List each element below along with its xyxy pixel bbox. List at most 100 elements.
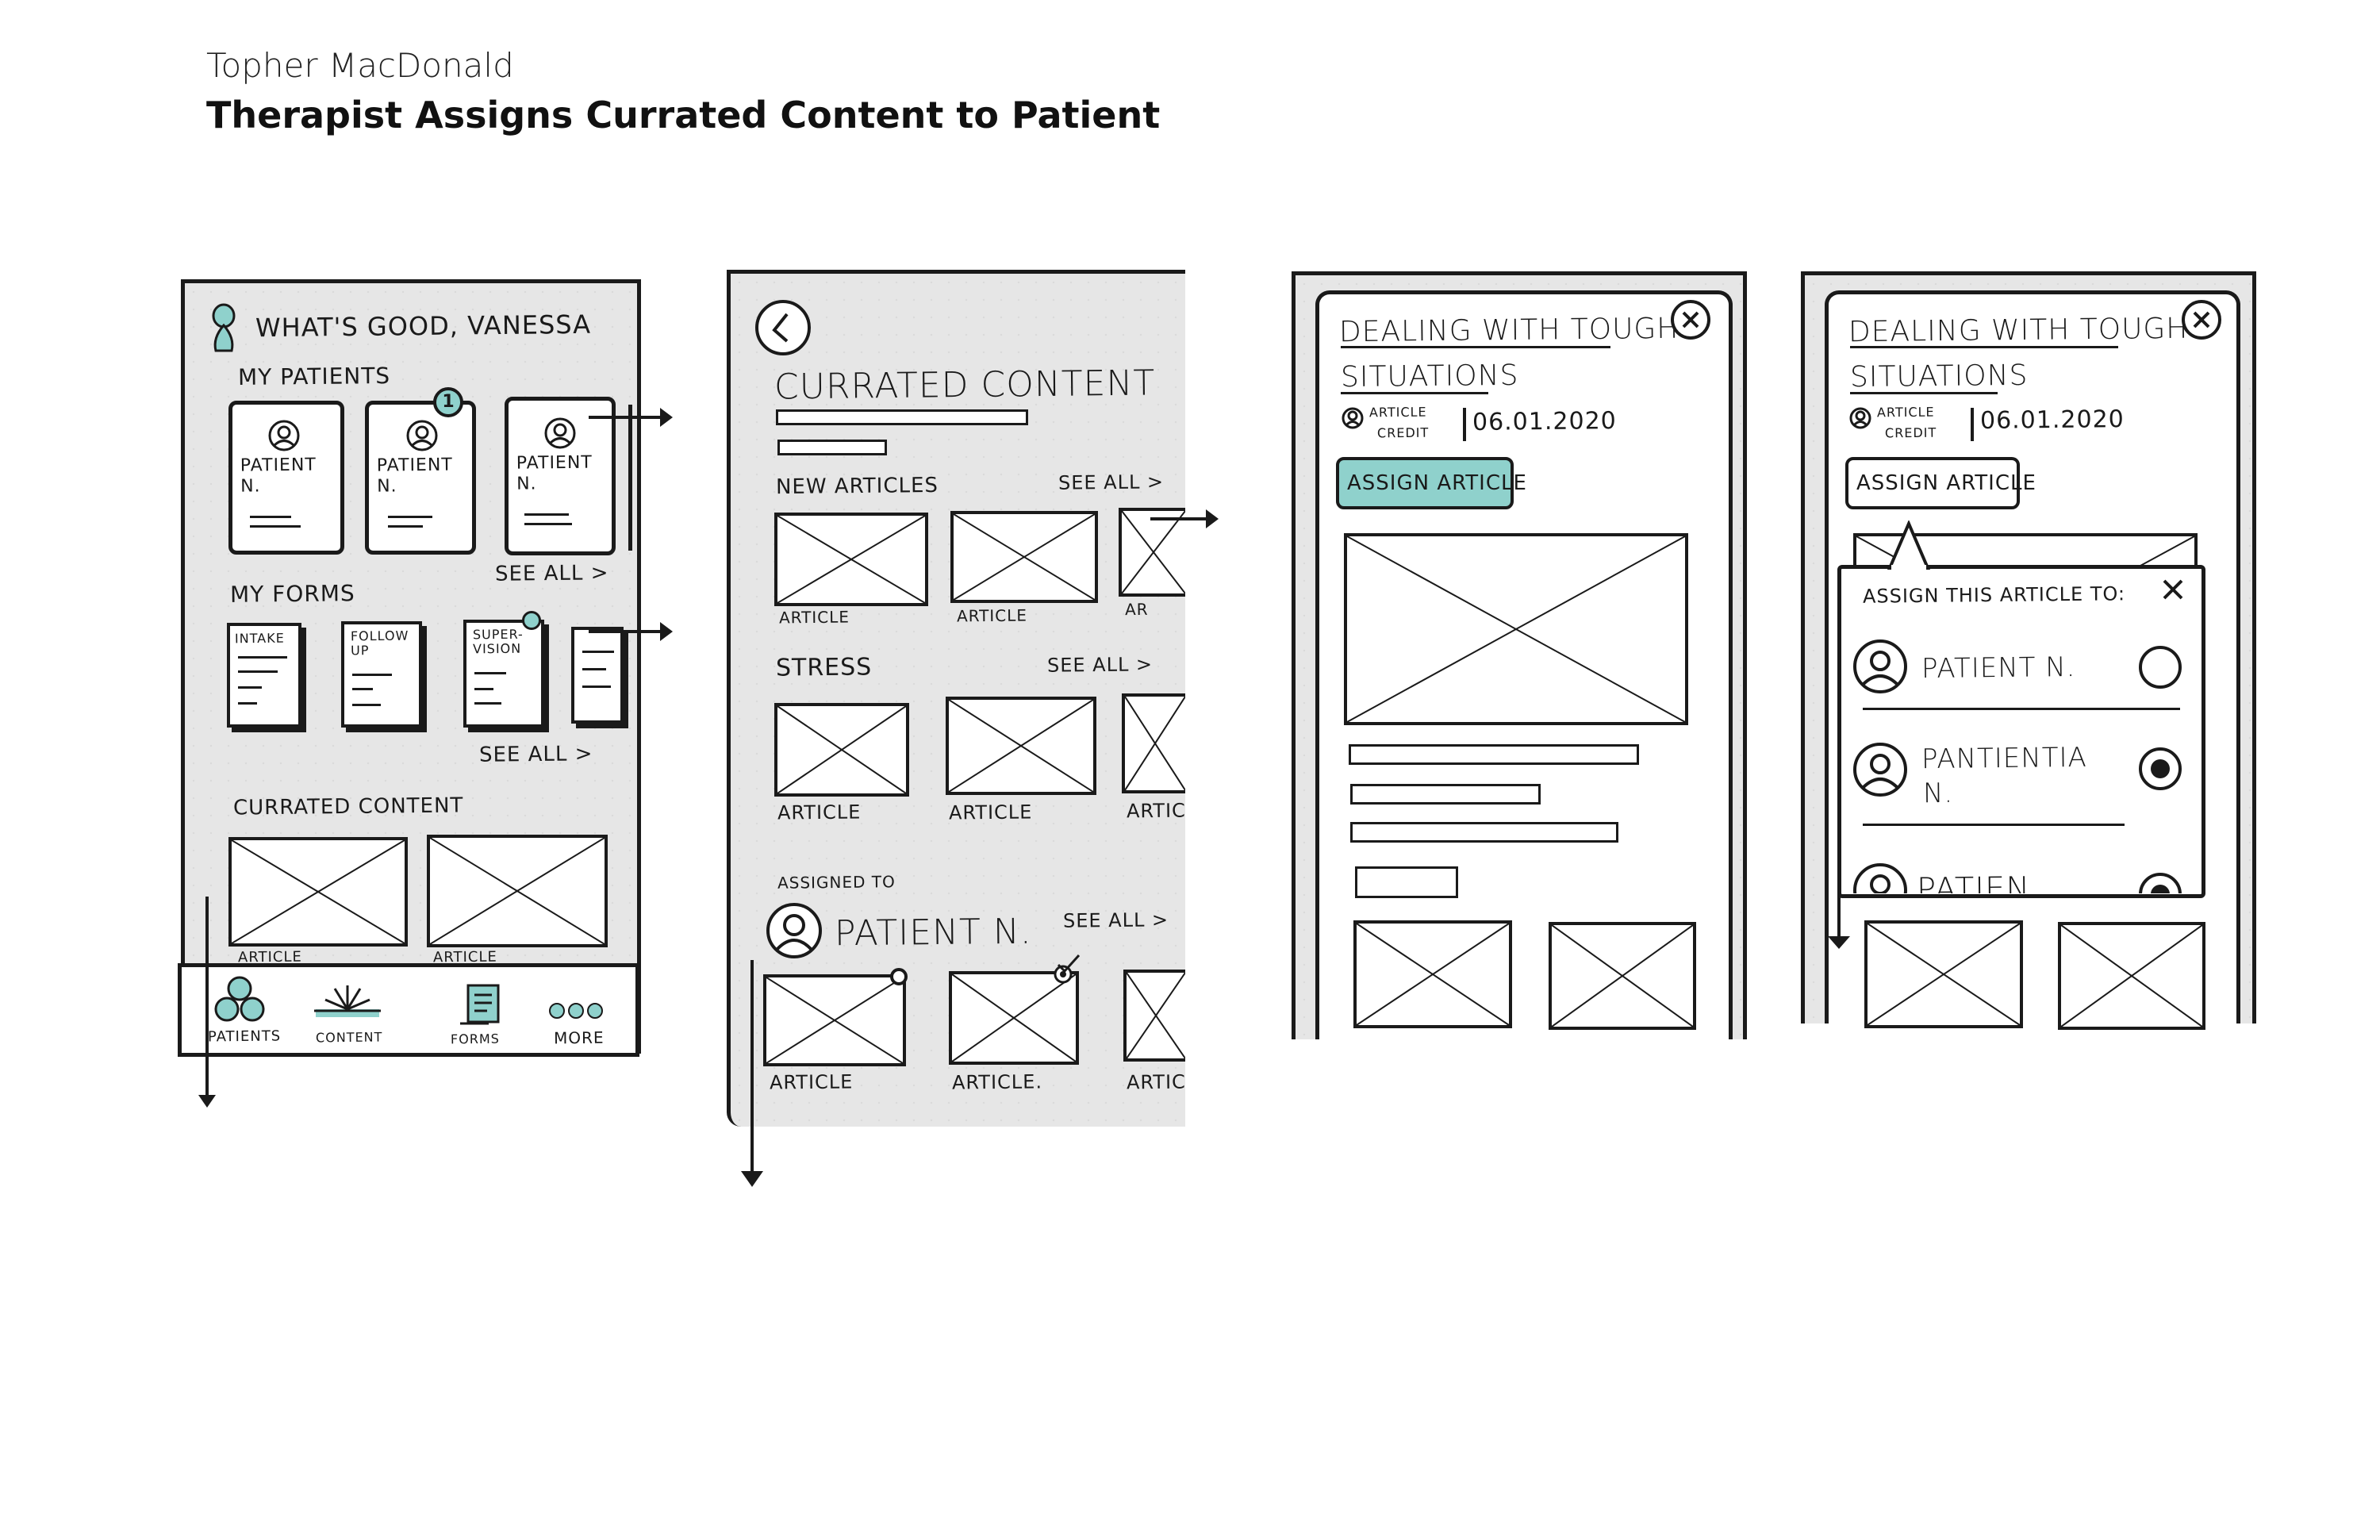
patient-option[interactable]: Pantientia N. [1847,735,2196,830]
text-placeholder-bar [1349,744,1639,765]
patient-option-name: Patient N. [1921,651,2076,686]
popup-title: Assign this article to: [1862,582,2126,608]
article-thumbnail[interactable] [946,697,1096,795]
article-title-line2: situations [1340,359,1519,394]
unselected-marker [890,968,908,985]
related-article-thumbnail[interactable] [1864,920,2023,1028]
my-patients-label: My Patients [237,362,391,391]
patient-option-name: Pantientia [1921,741,2088,776]
more-nav-icon[interactable] [547,1001,605,1020]
author-credit-icon [1848,406,1872,430]
article-title-line1: Dealing with tough [1338,312,1679,349]
article-thumbnail[interactable] [763,974,906,1066]
currated-content-heading: Currated Content [774,363,1156,408]
flow-arrow [589,408,673,427]
related-article-thumbnail[interactable] [1549,922,1696,1030]
assign-popup [1837,565,2205,898]
article-thumbnail[interactable] [950,511,1098,603]
close-icon[interactable] [2182,300,2221,340]
avatar-icon [209,303,238,352]
article-credit-line2: Credit [1376,424,1430,441]
nav-label-forms[interactable]: Forms [450,1031,500,1047]
user-icon [405,419,439,452]
form-label: Super-vision [472,626,524,657]
radio-selected[interactable] [2139,747,2182,790]
nav-label-more[interactable]: More [553,1027,605,1048]
text-placeholder-bar [1355,866,1458,898]
article-credit-line1: Article [1368,404,1427,421]
article-title-line1: Dealing with tough [1848,312,2189,349]
article-hero-image [1344,533,1688,725]
form-card[interactable]: Super-vision [463,620,549,732]
patient-card-label: Patient N. [516,452,593,494]
scroll-arrow [741,960,763,1187]
patients-nav-icon[interactable] [214,974,270,1025]
related-article-thumbnail[interactable] [2058,922,2205,1030]
close-icon[interactable] [1671,300,1710,340]
assigned-to-label: Assigned To [777,872,896,893]
article-thumbnail[interactable] [1119,508,1185,597]
currated-content-label: Currated Content [232,793,464,820]
article-label: Article [948,801,1033,824]
my-forms-label: My Forms [229,580,355,608]
scroll-arrow [198,897,216,1108]
article-date: 06.01.2020 [1472,407,1617,436]
article-thumbnail[interactable] [1122,693,1185,793]
new-articles-label: New Articles [775,473,939,500]
form-card[interactable]: Intake [227,623,306,732]
scroll-arrow [1828,865,1850,949]
article-label: Artic [1126,1070,1186,1094]
article-thumbnail[interactable] [949,971,1079,1065]
form-badge [522,611,541,630]
popup-pointer [1887,520,1931,570]
patient-card[interactable]: Patient N. [228,401,344,555]
back-button[interactable] [755,300,811,355]
user-icon [543,417,577,450]
form-card[interactable]: Follow up [341,621,427,732]
article-thumbnail[interactable] [228,837,408,947]
user-icon [267,419,301,452]
forms-nav-icon[interactable] [457,982,505,1028]
article-credit-line1: Article [1876,404,1935,421]
assigned-patient-name: Patient N. [834,911,1032,954]
form-card-partial [571,627,628,728]
patient-card[interactable]: Patient N. [365,401,476,555]
radio-unselected[interactable] [2139,646,2182,689]
radio-selected[interactable] [2139,873,2182,893]
placeholder-bar [777,440,887,455]
nav-label-content[interactable]: Content [315,1029,383,1046]
stress-label: Stress [775,653,873,682]
article-thumbnail[interactable] [1123,970,1185,1062]
article-label: Article. [951,1070,1043,1094]
article-label: Ar [1124,599,1149,620]
author-credit-icon [1341,406,1365,430]
article-thumbnail[interactable] [427,835,608,947]
see-all-forms-link[interactable]: See All > [478,742,593,767]
patient-option-name: Patien [1916,870,2031,893]
article-title-line2: situations [1849,359,2029,394]
content-nav-icon[interactable] [311,981,384,1025]
patient-option[interactable]: Patien [1847,849,2196,893]
flow-arrow [589,622,673,641]
close-icon[interactable] [2161,578,2185,601]
article-credit-line2: Credit [1884,424,1937,441]
article-thumbnail[interactable] [774,703,909,797]
see-all-stress-link[interactable]: See all > [1046,653,1154,677]
article-thumbnail[interactable] [774,513,928,606]
see-all-assigned-link[interactable]: See all > [1062,908,1169,932]
user-icon [1852,638,1909,695]
patient-card[interactable]: Patient N. [505,397,616,555]
see-all-patients-link[interactable]: See All > [494,561,609,586]
see-all-new-link[interactable]: See all > [1058,470,1165,494]
patient-option[interactable]: Patient N. [1847,635,2196,714]
related-article-thumbnail[interactable] [1353,920,1512,1028]
patient-avatar-icon [765,901,823,960]
article-label: Article [769,1070,854,1094]
placeholder-bar [776,409,1028,425]
assign-article-button[interactable]: Assign Article [1336,457,1526,509]
article-date: 06.01.2020 [1979,405,2125,435]
patient-option-name-line2: N. [1922,777,1954,810]
author-name: Topher MacDonald [206,46,514,85]
assign-article-button[interactable]: Assign Article [1845,457,2036,509]
article-label: Article [956,605,1028,626]
